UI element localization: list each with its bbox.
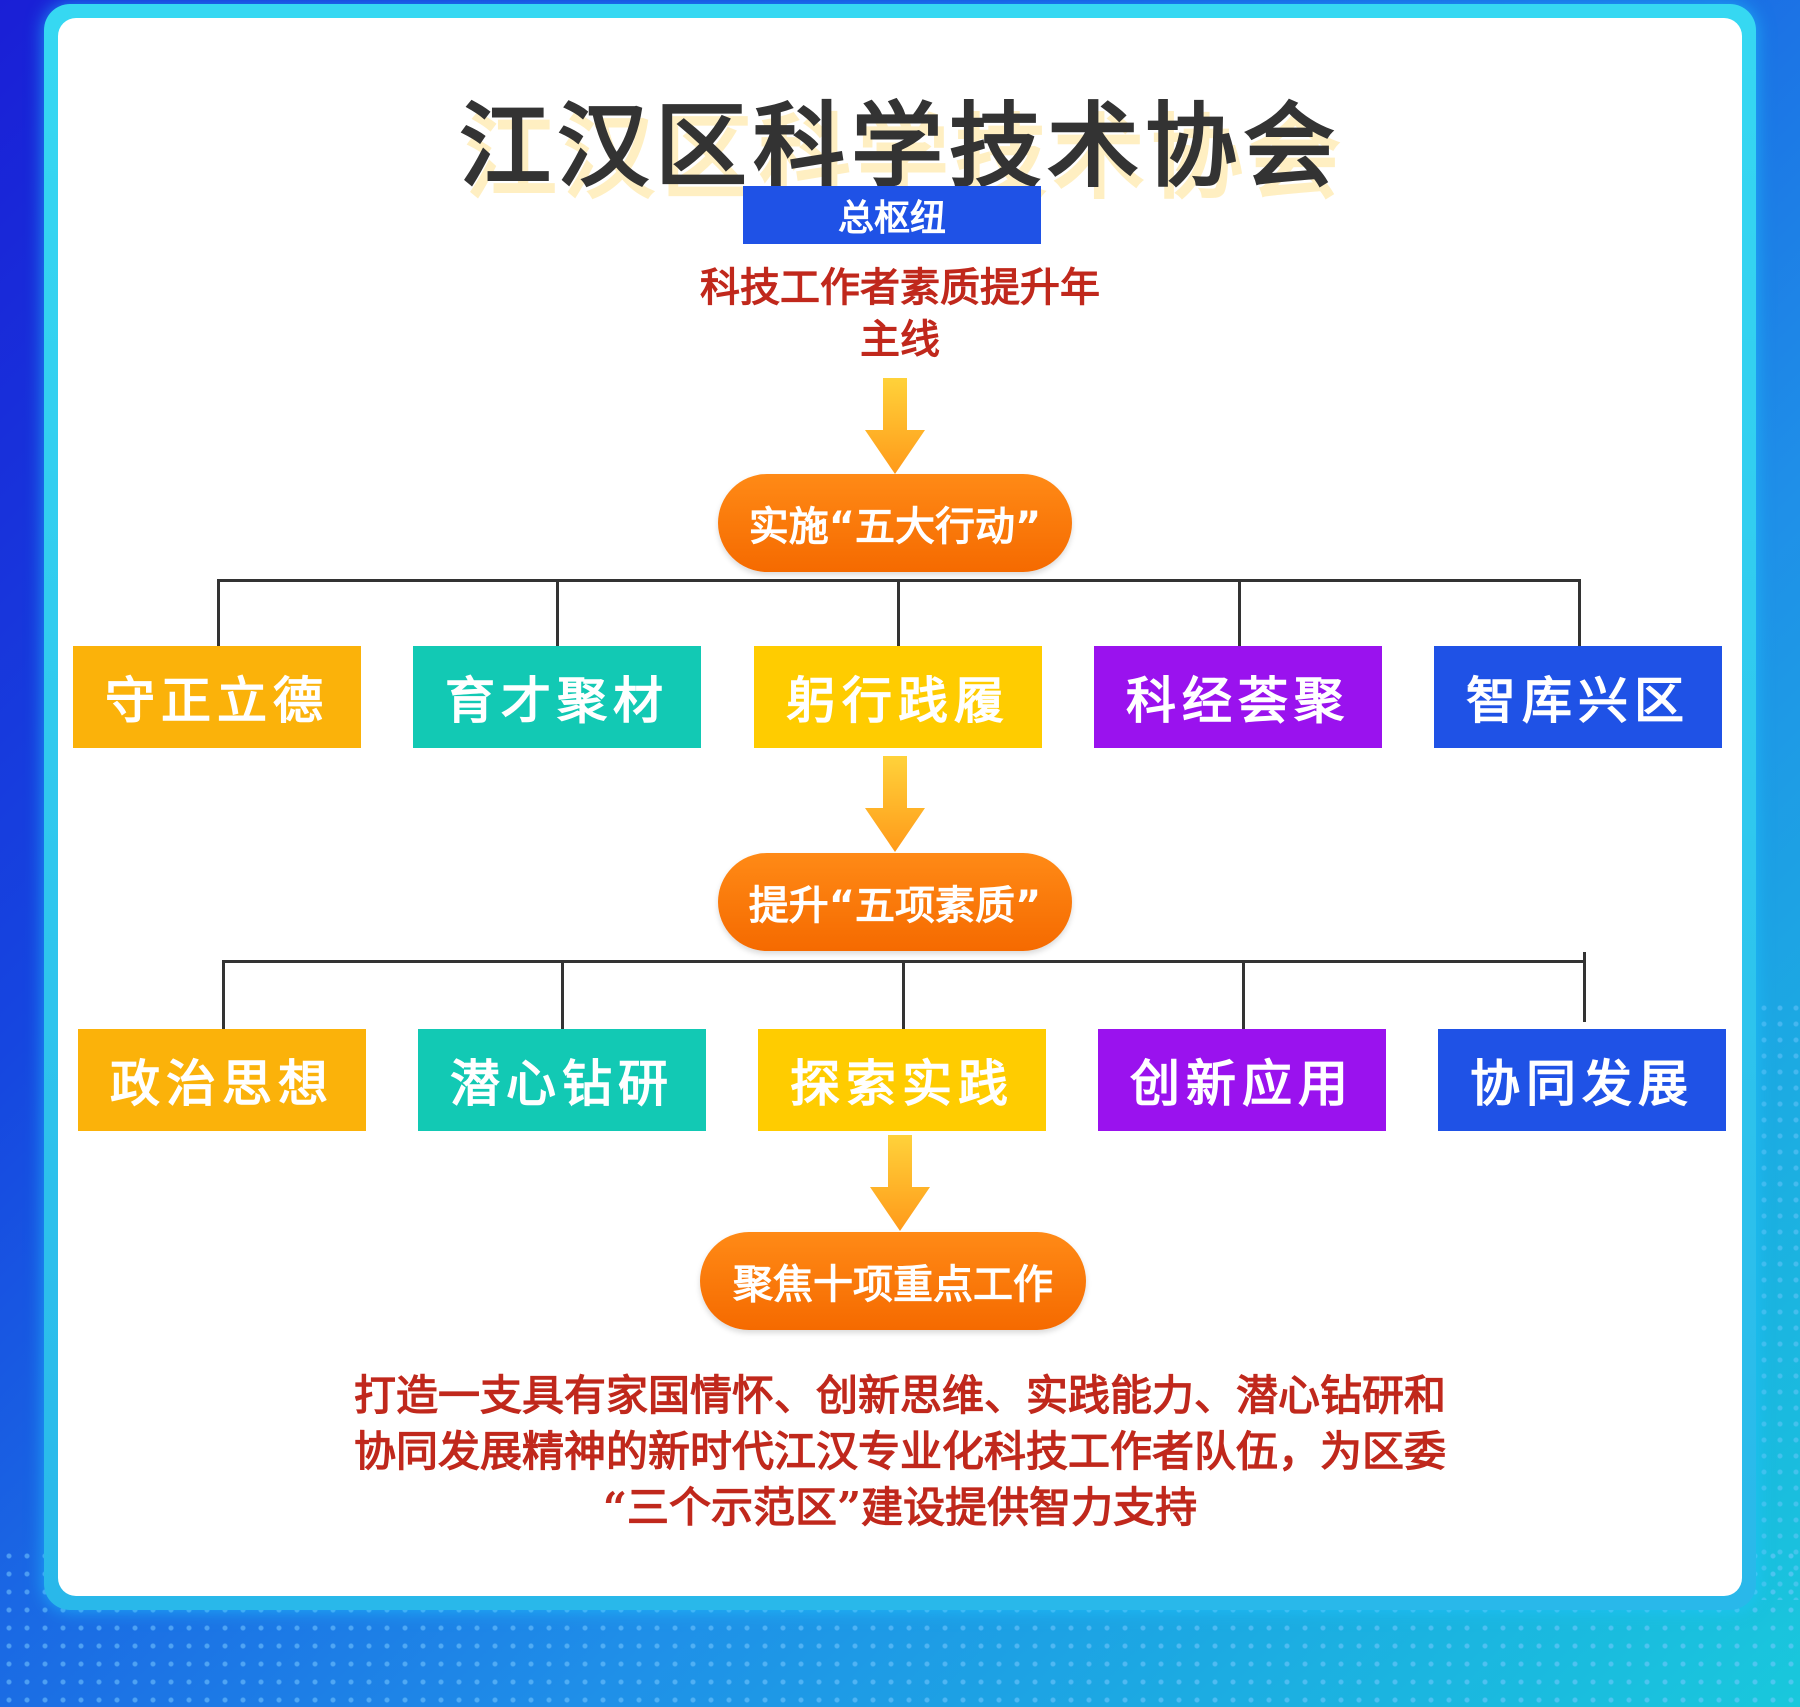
goal-line-3: “三个示范区”建设提供智力支持 [602,1483,1198,1532]
down-arrow-icon [865,756,925,852]
connector-vertical [1242,960,1245,1030]
content-card [44,4,1756,1610]
quality-item-2: 潜心钻研 [418,1029,706,1131]
main-line-text-1: 科技工作者素质提升年 [700,265,1100,311]
goal-line-2: 协同发展精神的新时代江汉专业化科技工作者队伍，为区委 [353,1427,1446,1476]
action-item-3: 躬行践履 [754,646,1042,748]
connector-vertical [902,960,905,1030]
connector-vertical [897,579,900,647]
page-title: 江汉区科学技术协会 [458,93,1341,200]
goal-line-1: 打造一支具有家国情怀、创新思维、实践能力、潜心钻研和 [353,1371,1446,1420]
action-item-5: 智库兴区 [1434,646,1722,748]
action-item-4: 科经荟聚 [1094,646,1382,748]
action-item-1: 守正立德 [73,646,361,748]
quality-item-4: 创新应用 [1098,1029,1386,1131]
connector-vertical [217,579,220,647]
connector-vertical [222,960,225,1030]
down-arrow-icon [870,1135,930,1231]
connector-vertical [1583,952,1586,1022]
main-line-text-2: 主线 [860,317,940,363]
connector-vertical [1238,579,1241,647]
goal-statement: 打造一支具有家国情怀、创新思维、实践能力、潜心钻研和 协同发展精神的新时代江汉专… [200,1368,1600,1536]
quality-item-3: 探索实践 [758,1029,1046,1131]
down-arrow-icon [865,378,925,474]
action-item-2: 育才聚材 [413,646,701,748]
connector-vertical [561,960,564,1030]
connector-vertical [1578,579,1581,647]
qualities-pill: 提升“五项素质” [718,853,1072,951]
actions-pill: 实施“五大行动” [718,474,1072,572]
quality-item-5: 协同发展 [1438,1029,1726,1131]
quality-item-1: 政治思想 [78,1029,366,1131]
connector-vertical [556,579,559,647]
hub-label: 总枢纽 [743,186,1041,244]
focus-pill: 聚焦十项重点工作 [700,1232,1086,1330]
